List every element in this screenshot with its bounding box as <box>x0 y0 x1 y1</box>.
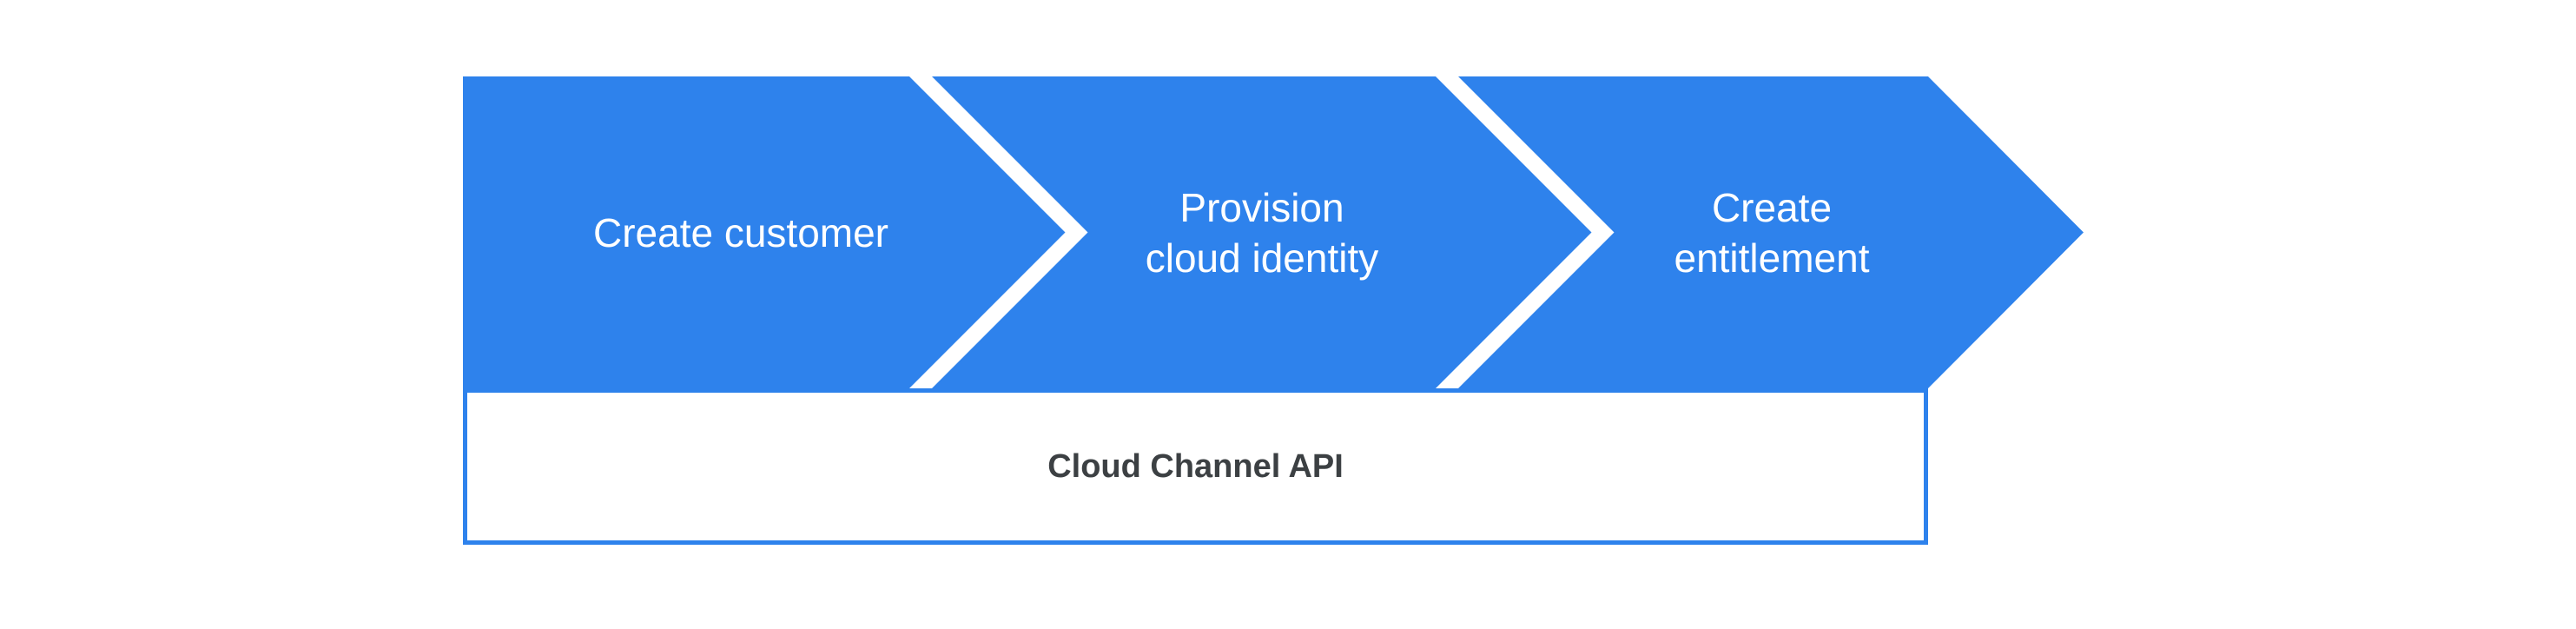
step-provision-cloud-identity: Provision cloud identity <box>1001 76 1522 388</box>
arrow-shape <box>463 76 2084 388</box>
cloud-channel-api-box: Cloud Channel API <box>463 388 1928 545</box>
step-create-customer-label: Create customer <box>592 209 888 255</box>
step-create-customer: Create customer <box>463 76 1019 388</box>
process-arrow-band: Create customer Provision cloud identity… <box>463 76 2084 388</box>
cloud-channel-api-label: Cloud Channel API <box>1047 447 1344 485</box>
step-create-entitlement: Create entitlement <box>1511 76 2032 388</box>
step-provision-cloud-identity-label-line2: cloud identity <box>1145 235 1379 281</box>
step-create-entitlement-label-line2: entitlement <box>1674 235 1870 281</box>
step-provision-cloud-identity-label-line1: Provision <box>1179 184 1344 230</box>
step-create-entitlement-label-line1: Create <box>1711 184 1833 230</box>
